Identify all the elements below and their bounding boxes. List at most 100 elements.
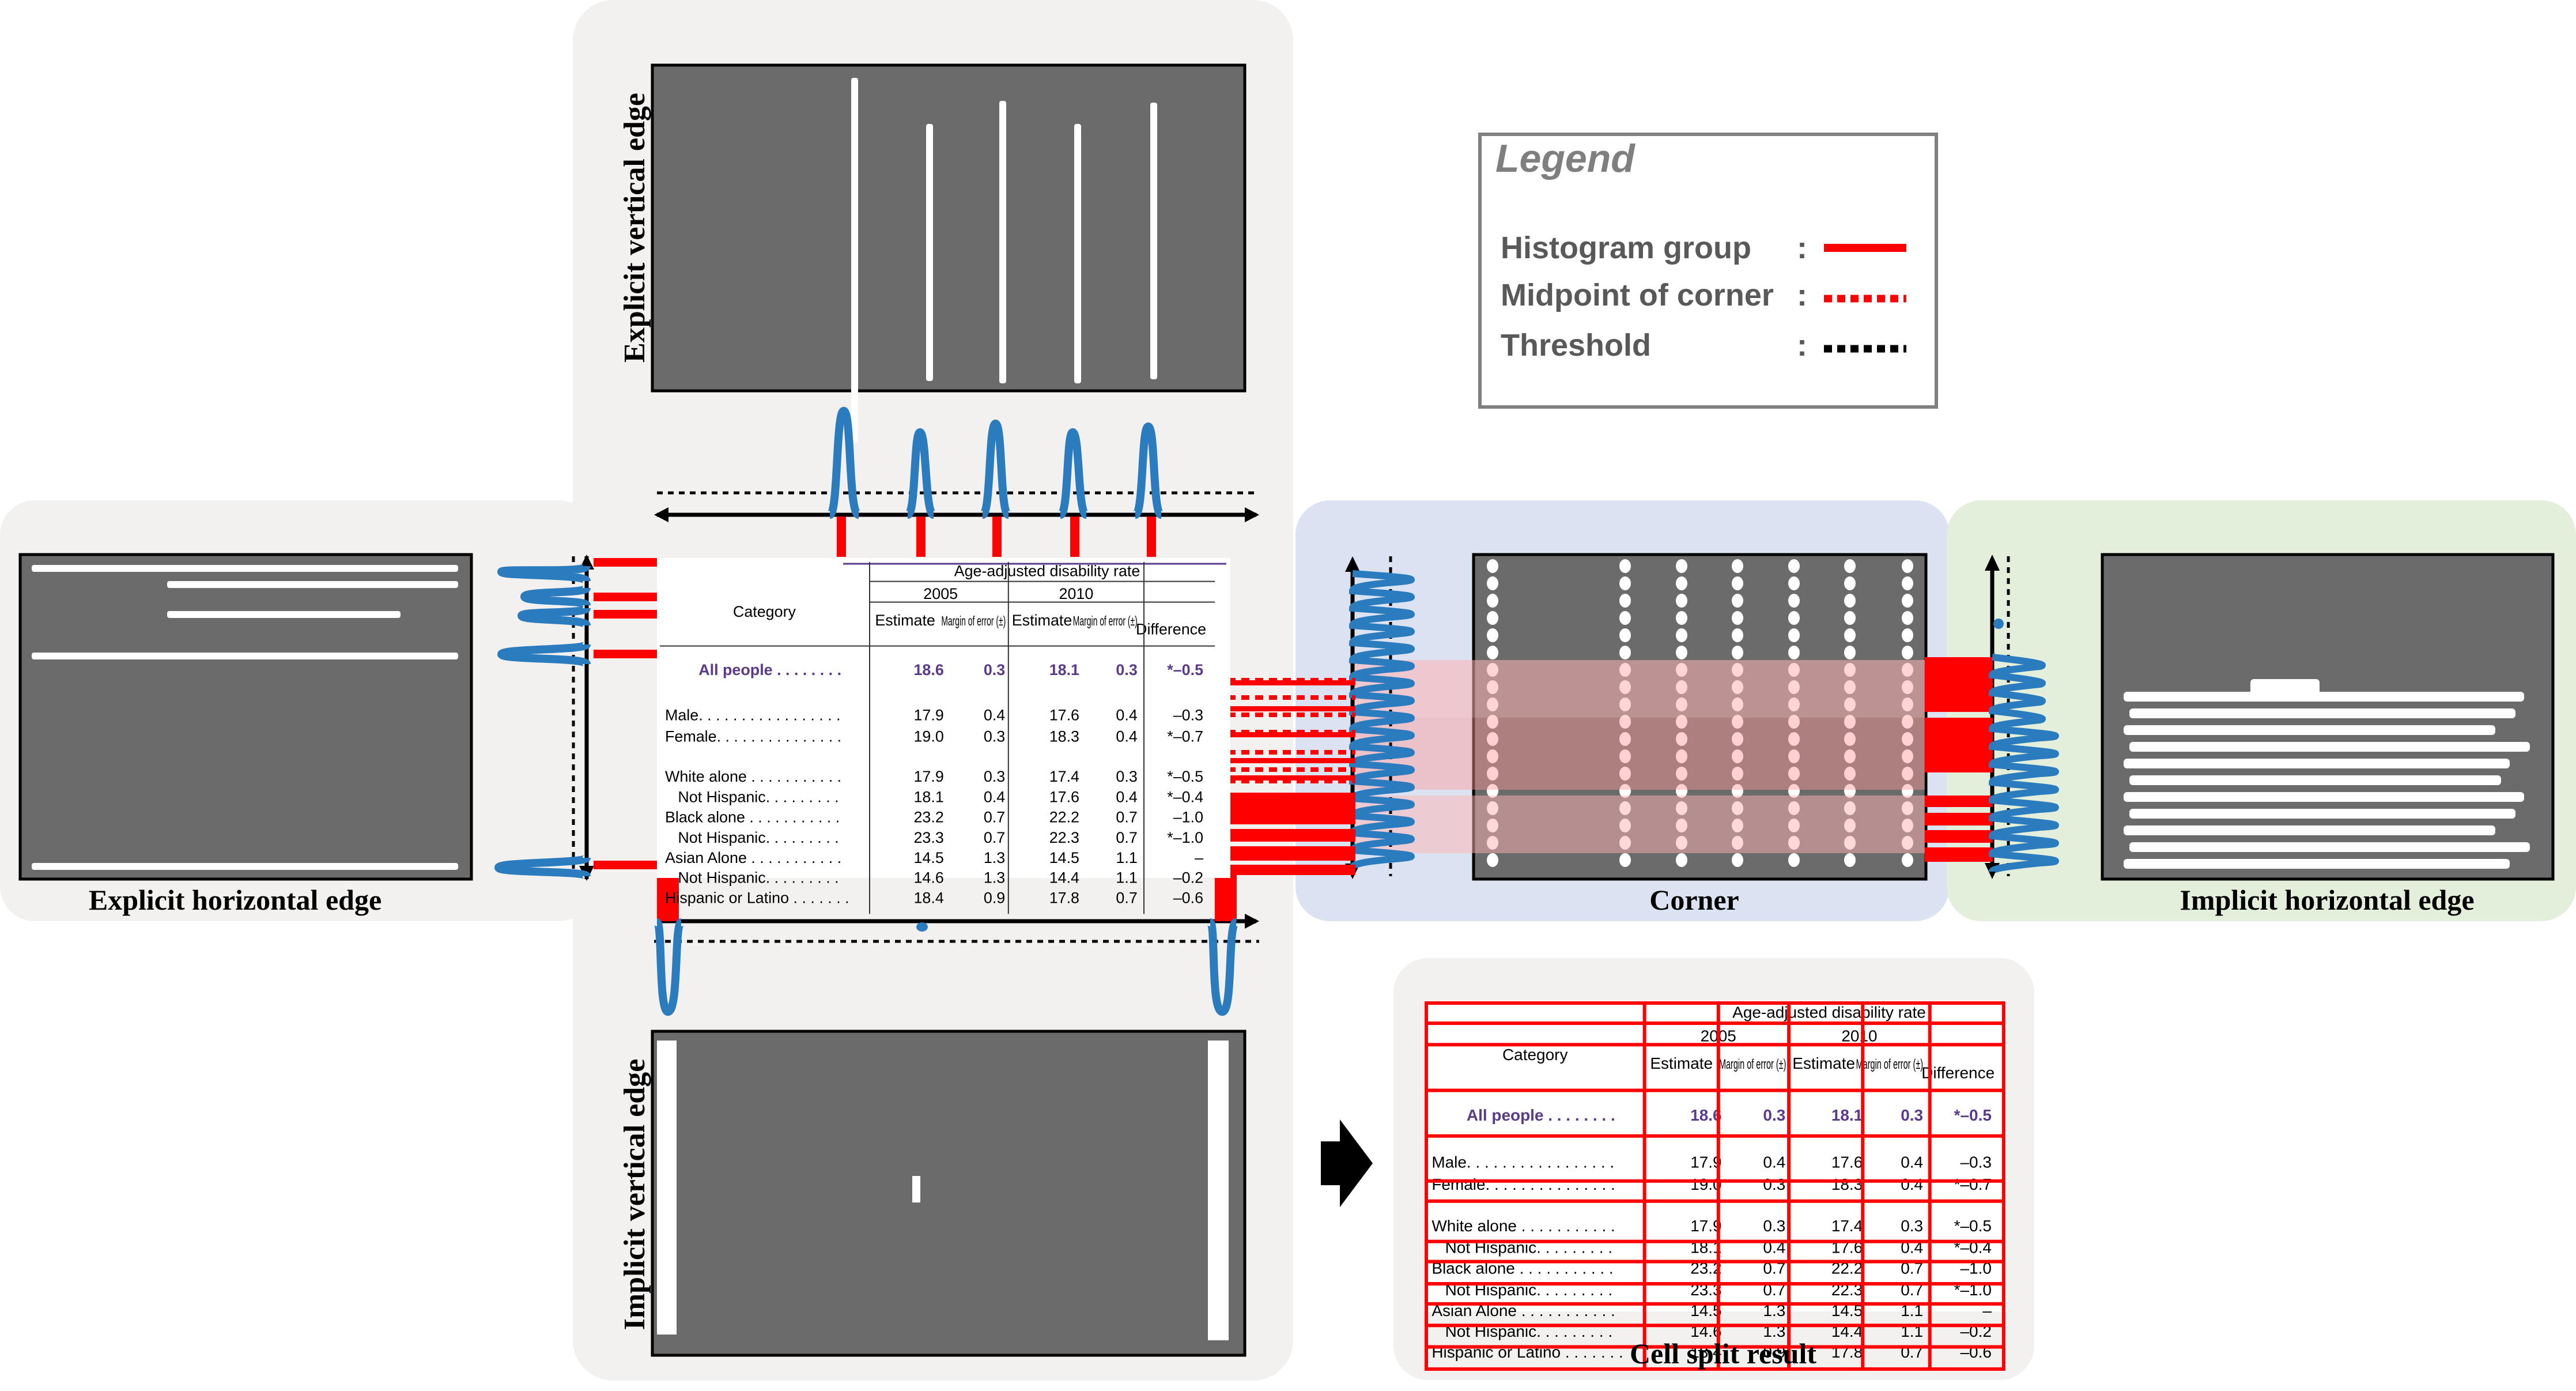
table-cell: 17.9 — [913, 768, 943, 785]
legend-title: Legend — [1495, 137, 1636, 180]
corner-histogram — [1227, 556, 1415, 879]
table-cell: 14.4 — [1049, 869, 1079, 887]
table-cell: 0.7 — [1116, 808, 1137, 825]
legend-sep-midpoint-of-corner: : — [1797, 278, 1807, 312]
table-cell: 0.3 — [1901, 1106, 1923, 1124]
table-cell: 1.3 — [984, 849, 1005, 866]
table-cell: 14.6 — [913, 869, 943, 887]
table-subheader-difference: Difference — [1921, 1064, 1995, 1081]
table-year-2005: 2005 — [923, 585, 958, 602]
table-row-label: Male. . . . . . . . . . . . . . . . . — [665, 706, 841, 723]
legend-sep-histogram-group: : — [1797, 231, 1807, 265]
legend-sep-threshold: : — [1797, 328, 1807, 363]
label-corner: Corner — [1649, 884, 1739, 916]
table-cell: 0.3 — [1763, 1217, 1785, 1235]
table-cell: *–0.5 — [1954, 1217, 1992, 1235]
label-implicit-vertical-edge: Implicit vertical edge — [618, 1059, 651, 1330]
table-cell: 19.0 — [1690, 1175, 1721, 1193]
table-cell: 18.1 — [1049, 661, 1079, 678]
legend-box: Legend Histogram group Midpoint of corne… — [1478, 133, 1938, 409]
table-cell: –0.3 — [1961, 1153, 1992, 1171]
table-row-label: Male. . . . . . . . . . . . . . . . . — [1431, 1153, 1614, 1171]
label-cell-split-result: Cell split result — [1630, 1337, 1816, 1370]
table-cell: 18.1 — [1831, 1106, 1863, 1124]
table-row-label: Not Hispanic. . . . . . . . . — [678, 869, 838, 887]
label-implicit-horizontal-edge: Implicit horizontal edge — [2180, 884, 2474, 916]
table-cell: 0.9 — [984, 889, 1005, 906]
table-cell: 18.6 — [1690, 1106, 1721, 1124]
table-cell: 1.1 — [1116, 849, 1137, 866]
table-year-2010: 2010 — [1841, 1027, 1877, 1045]
table-cell: 14.5 — [913, 849, 943, 866]
table-cell: 18.3 — [1831, 1175, 1863, 1193]
table-cell: 0.3 — [984, 727, 1005, 745]
table-cell: –0.3 — [1173, 706, 1203, 723]
table-cell: *–0.4 — [1167, 789, 1203, 806]
table-cell: 0.4 — [1116, 789, 1137, 806]
table-cell: 17.9 — [1690, 1153, 1721, 1171]
table-group-header: Age-adjusted disability rate — [1732, 1004, 1926, 1021]
label-explicit-horizontal-edge: Explicit horizontal edge — [89, 884, 382, 916]
table-group-header: Age-adjusted disability rate — [954, 563, 1140, 580]
table-cell: 18.4 — [913, 889, 943, 906]
table-row-label: Black alone . . . . . . . . . . . — [665, 808, 840, 825]
table-cell: 18.3 — [1049, 727, 1079, 745]
table-cell: *–0.5 — [1167, 768, 1203, 785]
table-cell: 17.6 — [1049, 789, 1079, 806]
table-subheader-difference: Difference — [1136, 620, 1206, 638]
legend-item-threshold: Threshold — [1501, 328, 1651, 363]
table-cell: 0.3 — [1901, 1217, 1923, 1235]
table-cell: 0.3 — [984, 661, 1005, 678]
table-subheader-estimate: Estimate — [875, 612, 935, 629]
table-cell: – — [1982, 1302, 1992, 1320]
table-cell: 17.4 — [1831, 1217, 1863, 1235]
table-cell: 14.5 — [1049, 849, 1079, 866]
table-cell: 22.2 — [1049, 808, 1079, 825]
explicit-horizontal-edge-image — [18, 553, 473, 881]
table-cell: 0.4 — [1116, 706, 1137, 723]
corner-image — [1354, 553, 1928, 881]
source-table: Age-adjusted disability rateCategory2005… — [657, 558, 1230, 914]
table-cell: 23.2 — [913, 808, 943, 825]
table-cell: 0.7 — [1116, 889, 1137, 906]
explicit-vertical-histogram — [654, 406, 1259, 557]
table-cell: 1.1 — [1116, 869, 1137, 887]
table-year-2010: 2010 — [1059, 585, 1094, 602]
table-cell: *–0.5 — [1167, 661, 1203, 678]
implicit-horizontal-histogram — [1925, 555, 2059, 879]
cell-split-table: Age-adjusted disability rateCategory2005… — [1423, 1000, 2007, 1371]
table-cell: *–1.0 — [1167, 829, 1203, 846]
table-cell: *–0.7 — [1167, 727, 1203, 745]
table-cell: 0.7 — [984, 808, 1005, 825]
implicit-vertical-edge-image — [651, 1030, 1247, 1357]
table-cell: 0.3 — [1763, 1175, 1785, 1193]
table-cell: 17.6 — [1831, 1153, 1863, 1171]
table-cell: 23.3 — [913, 829, 943, 846]
table-cell: 0.4 — [1116, 727, 1137, 745]
table-row-label: White alone . . . . . . . . . . . — [665, 768, 841, 785]
table-category-header: Category — [1502, 1046, 1567, 1064]
table-cell: 18.1 — [913, 789, 943, 806]
table-cell: 17.8 — [1049, 889, 1079, 906]
explicit-vertical-edge-image — [651, 63, 1247, 443]
table-cell: 0.7 — [984, 829, 1005, 846]
label-explicit-vertical-edge: Explicit vertical edge — [618, 93, 651, 363]
table-subheader-estimate: Estimate — [1012, 612, 1072, 629]
table-cell: –0.6 — [1173, 889, 1203, 906]
table-cell: 22.3 — [1049, 829, 1079, 846]
table-cell: 1.3 — [984, 869, 1005, 887]
table-subheader-estimate: Estimate — [1650, 1054, 1713, 1072]
table-cell: 18.6 — [913, 661, 943, 678]
table-cell: 0.4 — [1763, 1153, 1785, 1171]
table-cell: 0.4 — [1901, 1175, 1923, 1193]
table-cell: 19.0 — [913, 727, 943, 745]
table-subheader-margin: Margin of error (±) — [1719, 1057, 1786, 1072]
table-cell: –0.2 — [1173, 869, 1203, 887]
table-cell: 0.3 — [1763, 1106, 1785, 1124]
table-cell: 0.3 — [1116, 768, 1137, 785]
implicit-vertical-histogram — [653, 870, 1259, 1016]
explicit-horizontal-histogram — [494, 555, 662, 881]
implicit-horizontal-edge-image — [2101, 553, 2555, 881]
table-subheader-margin: Margin of error (±) — [1073, 613, 1138, 628]
